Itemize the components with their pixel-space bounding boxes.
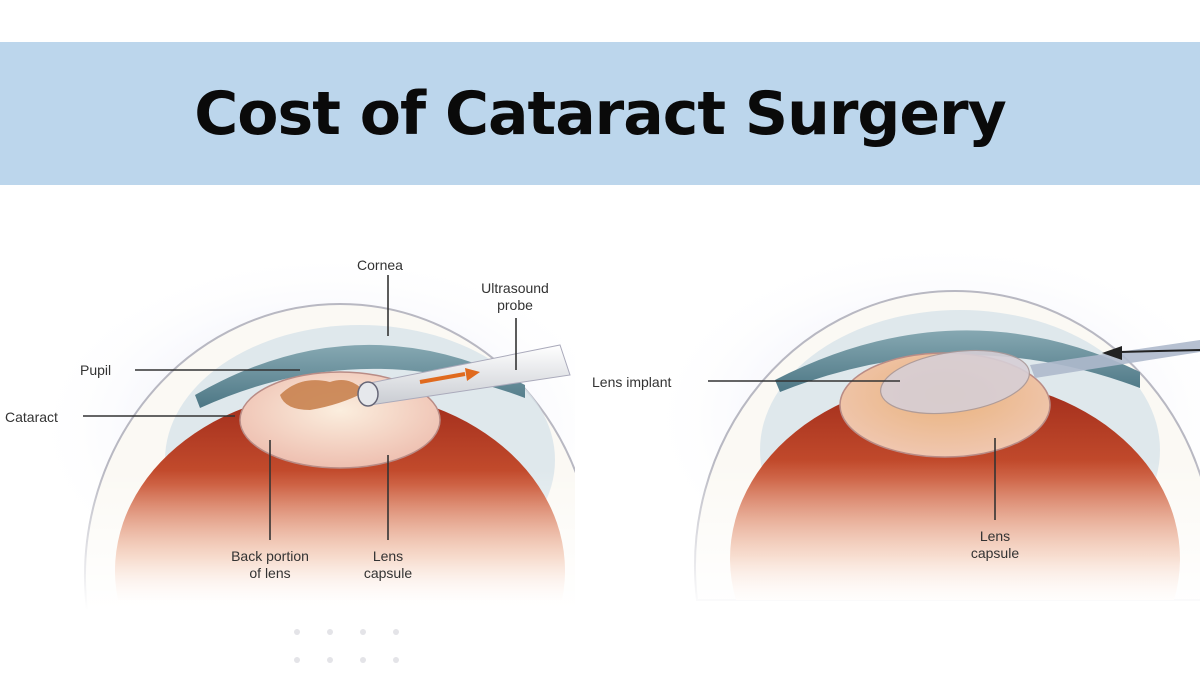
left-labels: Cornea Ultrasound probe Pupil Cataract B…	[5, 257, 549, 581]
label-cornea: Cornea	[357, 257, 403, 273]
label-lens-capsule-2: capsule	[971, 545, 1019, 561]
title-banner: Cost of Cataract Surgery	[0, 42, 1200, 185]
label-back-portion-1: Back portion	[231, 548, 309, 564]
label-lens-capsule-2: capsule	[364, 565, 412, 581]
page-title: Cost of Cataract Surgery	[194, 78, 1007, 149]
right-eye-illustration	[620, 250, 1200, 610]
label-pupil: Pupil	[80, 362, 111, 378]
ultrasound-probe	[357, 344, 571, 407]
left-eye-illustration	[0, 250, 580, 610]
label-lens-implant: Lens implant	[592, 374, 671, 390]
label-lens-capsule-1: Lens	[980, 528, 1010, 544]
label-back-portion-2: of lens	[249, 565, 290, 581]
right-labels: Lens implant Lens capsule	[592, 374, 1019, 561]
label-probe-1: Ultrasound	[481, 280, 549, 296]
label-probe-2: probe	[497, 297, 533, 313]
arrow-icon	[465, 368, 480, 381]
label-cataract: Cataract	[5, 409, 58, 425]
label-lens-capsule-1: Lens	[373, 548, 403, 564]
arrow-icon	[1102, 346, 1122, 360]
decorative-dots	[294, 629, 399, 663]
